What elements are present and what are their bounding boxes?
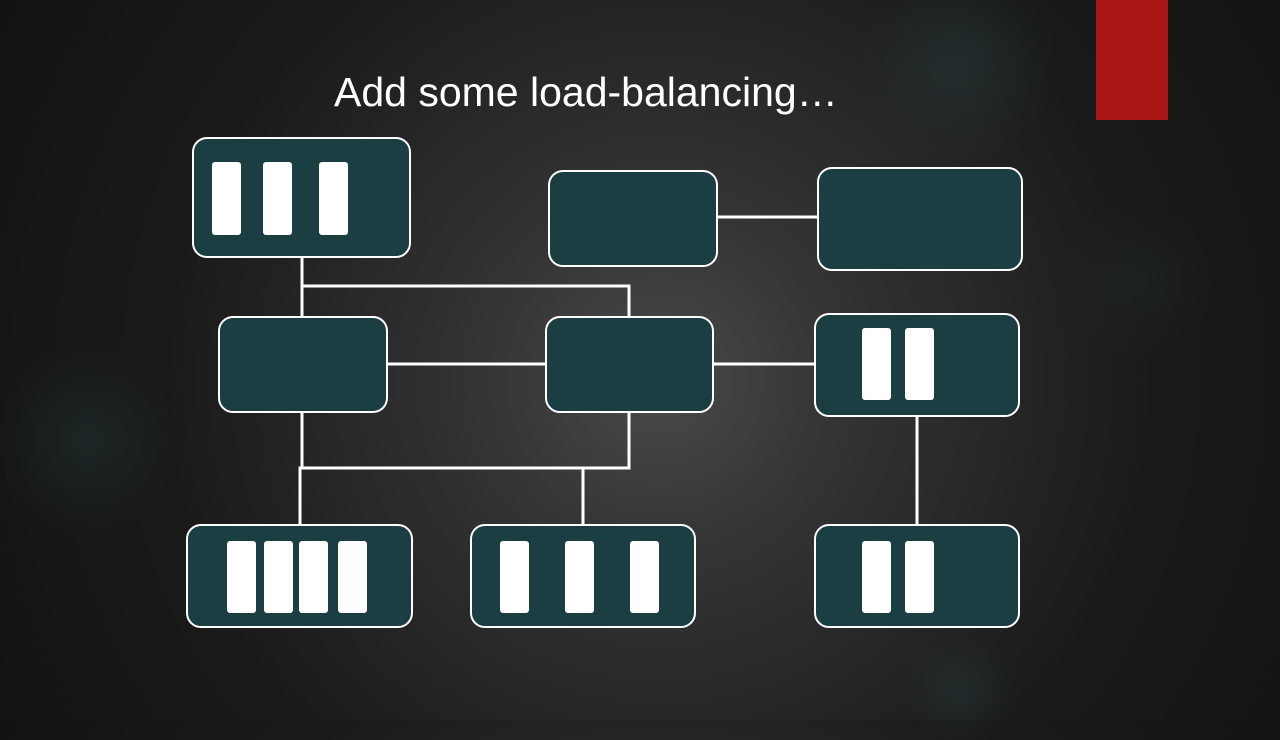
node-top-left bbox=[192, 137, 411, 258]
network-diagram bbox=[186, 137, 1023, 628]
server-slot bbox=[319, 162, 348, 235]
node-middle-center bbox=[545, 316, 714, 413]
server-slot bbox=[212, 162, 241, 235]
node-box bbox=[548, 170, 718, 267]
server-slot bbox=[500, 541, 529, 613]
connectors bbox=[298, 215, 919, 525]
slide-title: Add some load-balancing… bbox=[334, 69, 838, 115]
server-slot bbox=[565, 541, 594, 613]
node-bottom-right bbox=[814, 524, 1020, 628]
node-top-middle bbox=[548, 170, 718, 267]
server-slot bbox=[862, 328, 891, 400]
server-slot bbox=[227, 541, 256, 613]
node-middle-left bbox=[218, 316, 388, 413]
node-bottom-left bbox=[186, 524, 413, 628]
server-slot bbox=[338, 541, 367, 613]
server-slot bbox=[264, 541, 293, 613]
server-slot bbox=[299, 541, 328, 613]
node-top-right bbox=[817, 167, 1023, 271]
node-box bbox=[192, 137, 411, 258]
accent-bar bbox=[1096, 0, 1168, 120]
server-slot bbox=[630, 541, 659, 613]
nodes bbox=[186, 137, 1023, 628]
node-box bbox=[817, 167, 1023, 271]
node-box bbox=[218, 316, 388, 413]
connector-top-left-to-middle-center bbox=[302, 284, 631, 317]
server-slot bbox=[905, 541, 934, 613]
server-slot bbox=[862, 541, 891, 613]
node-box bbox=[545, 316, 714, 413]
server-slot bbox=[905, 328, 934, 400]
node-bottom-center bbox=[470, 524, 696, 628]
server-slot bbox=[263, 162, 292, 235]
node-middle-right bbox=[814, 313, 1020, 417]
connector-middle-center-to-bottom-left bbox=[300, 412, 631, 470]
